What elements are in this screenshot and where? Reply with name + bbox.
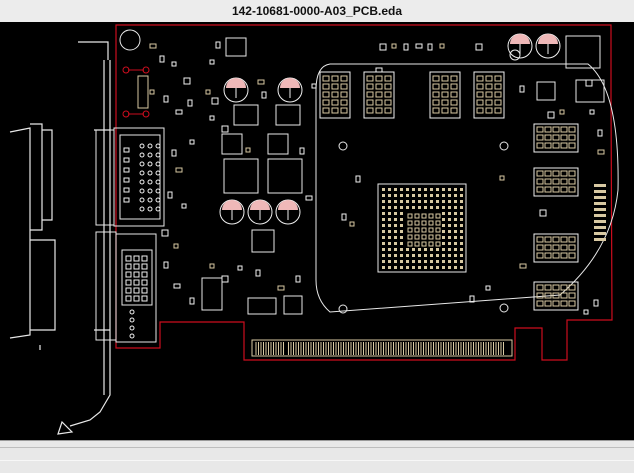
memory-chips-top: [319, 71, 505, 119]
power-inductors: [221, 104, 303, 194]
connector-strip: [137, 75, 149, 109]
board-outline: [115, 24, 613, 361]
termination-resistors: [594, 184, 606, 241]
svideo-connector: [95, 231, 157, 343]
fan-header: [565, 35, 601, 69]
memory-chips-right: [533, 123, 579, 311]
smd-components: [149, 41, 605, 315]
status-bar: [0, 440, 634, 473]
mounting-bracket: [9, 41, 111, 435]
gpu-bga: [377, 183, 467, 273]
pcb-canvas[interactable]: [0, 22, 634, 440]
mounting-hole-topleft: [119, 29, 141, 51]
mosfets-right: [536, 79, 605, 103]
mounting-holes: [338, 49, 521, 314]
electrolytic-capacitors: [219, 33, 561, 225]
dvi-connector: [95, 127, 165, 227]
window-titlebar: 142-10681-0000-A03_PCB.eda: [0, 0, 634, 23]
svideo-pin-grid: [125, 255, 148, 339]
lower-components: [201, 229, 303, 315]
dvi-pin-grid: [123, 143, 161, 212]
regulator-top: [225, 37, 247, 57]
gpu-zone-outline: [315, 63, 619, 313]
pcie-edge-connector: [251, 339, 513, 357]
window-title: 142-10681-0000-A03_PCB.eda: [231, 4, 403, 18]
test-markers: [122, 66, 150, 118]
status-bar-text: [0, 447, 634, 461]
